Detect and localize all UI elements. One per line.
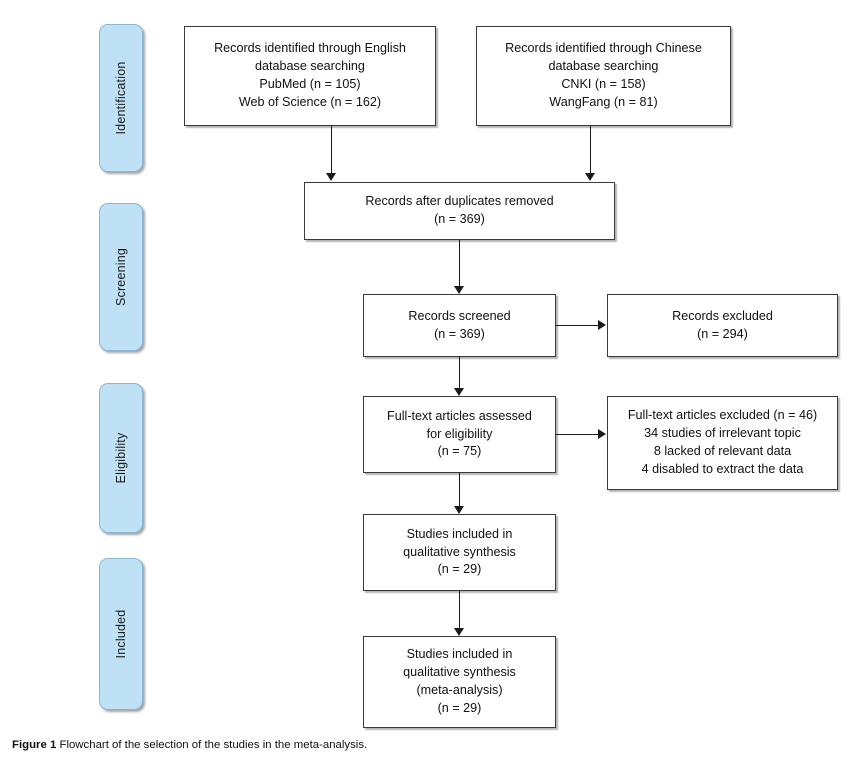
- box-chinese-records-text: Records identified through Chinese datab…: [505, 41, 702, 109]
- connector-screened-to-excluded: [556, 325, 599, 326]
- stage-label-eligibility: Eligibility: [114, 432, 128, 484]
- connector-fulltext-to-excluded: [556, 434, 599, 435]
- connector-qualitative-to-meta: [459, 591, 460, 629]
- connector-fulltext-to-qualitative: [459, 473, 460, 507]
- figure-caption-lead: Figure 1: [12, 739, 57, 751]
- box-duplicates-removed: Records after duplicates removed (n = 36…: [304, 182, 615, 240]
- box-english-records: Records identified through English datab…: [184, 26, 436, 126]
- stage-label-identification: Identification: [114, 61, 128, 135]
- box-fulltext-assessed-text: Full-text articles assessed for eligibil…: [387, 408, 532, 459]
- box-fulltext-excluded: Full-text articles excluded (n = 46) 34 …: [607, 396, 838, 490]
- box-records-screened-text: Records screened (n = 369): [408, 308, 511, 341]
- box-records-screened: Records screened (n = 369): [363, 294, 556, 357]
- arrowhead-duplicates-to-screened: [454, 286, 464, 294]
- box-records-excluded: Records excluded (n = 294): [607, 294, 838, 357]
- arrowhead-screened-to-fulltext: [454, 388, 464, 396]
- stage-pill-included: Included: [99, 558, 143, 710]
- box-meta-analysis-text: Studies included in qualitative synthesi…: [403, 647, 516, 715]
- connector-english-to-duplicates: [331, 126, 332, 174]
- stage-label-screening: Screening: [114, 247, 128, 307]
- stage-pill-eligibility: Eligibility: [99, 383, 143, 533]
- box-meta-analysis: Studies included in qualitative synthesi…: [363, 636, 556, 728]
- arrowhead-english-to-duplicates: [326, 173, 336, 181]
- figure-caption: Figure 1 Flowchart of the selection of t…: [12, 739, 852, 751]
- figure-caption-text: Flowchart of the selection of the studie…: [59, 739, 368, 751]
- box-chinese-records: Records identified through Chinese datab…: [476, 26, 731, 126]
- box-duplicates-removed-text: Records after duplicates removed (n = 36…: [365, 194, 554, 226]
- stage-pill-screening: Screening: [99, 203, 143, 351]
- stage-pill-identification: Identification: [99, 24, 143, 172]
- arrowhead-screened-to-excluded: [598, 320, 606, 330]
- box-fulltext-assessed: Full-text articles assessed for eligibil…: [363, 396, 556, 473]
- box-records-excluded-text: Records excluded (n = 294): [672, 308, 773, 341]
- connector-duplicates-to-screened: [459, 240, 460, 287]
- connector-chinese-to-duplicates: [590, 126, 591, 174]
- connector-screened-to-fulltext: [459, 357, 460, 389]
- stage-label-included: Included: [114, 609, 128, 659]
- arrowhead-fulltext-to-excluded: [598, 429, 606, 439]
- arrowhead-qualitative-to-meta: [454, 628, 464, 636]
- box-qualitative-synthesis-text: Studies included in qualitative synthesi…: [403, 526, 516, 577]
- box-fulltext-excluded-text: Full-text articles excluded (n = 46) 34 …: [627, 408, 818, 476]
- arrowhead-chinese-to-duplicates: [585, 173, 595, 181]
- box-english-records-text: Records identified through English datab…: [214, 41, 406, 109]
- arrowhead-fulltext-to-qualitative: [454, 506, 464, 514]
- box-qualitative-synthesis: Studies included in qualitative synthesi…: [363, 514, 556, 591]
